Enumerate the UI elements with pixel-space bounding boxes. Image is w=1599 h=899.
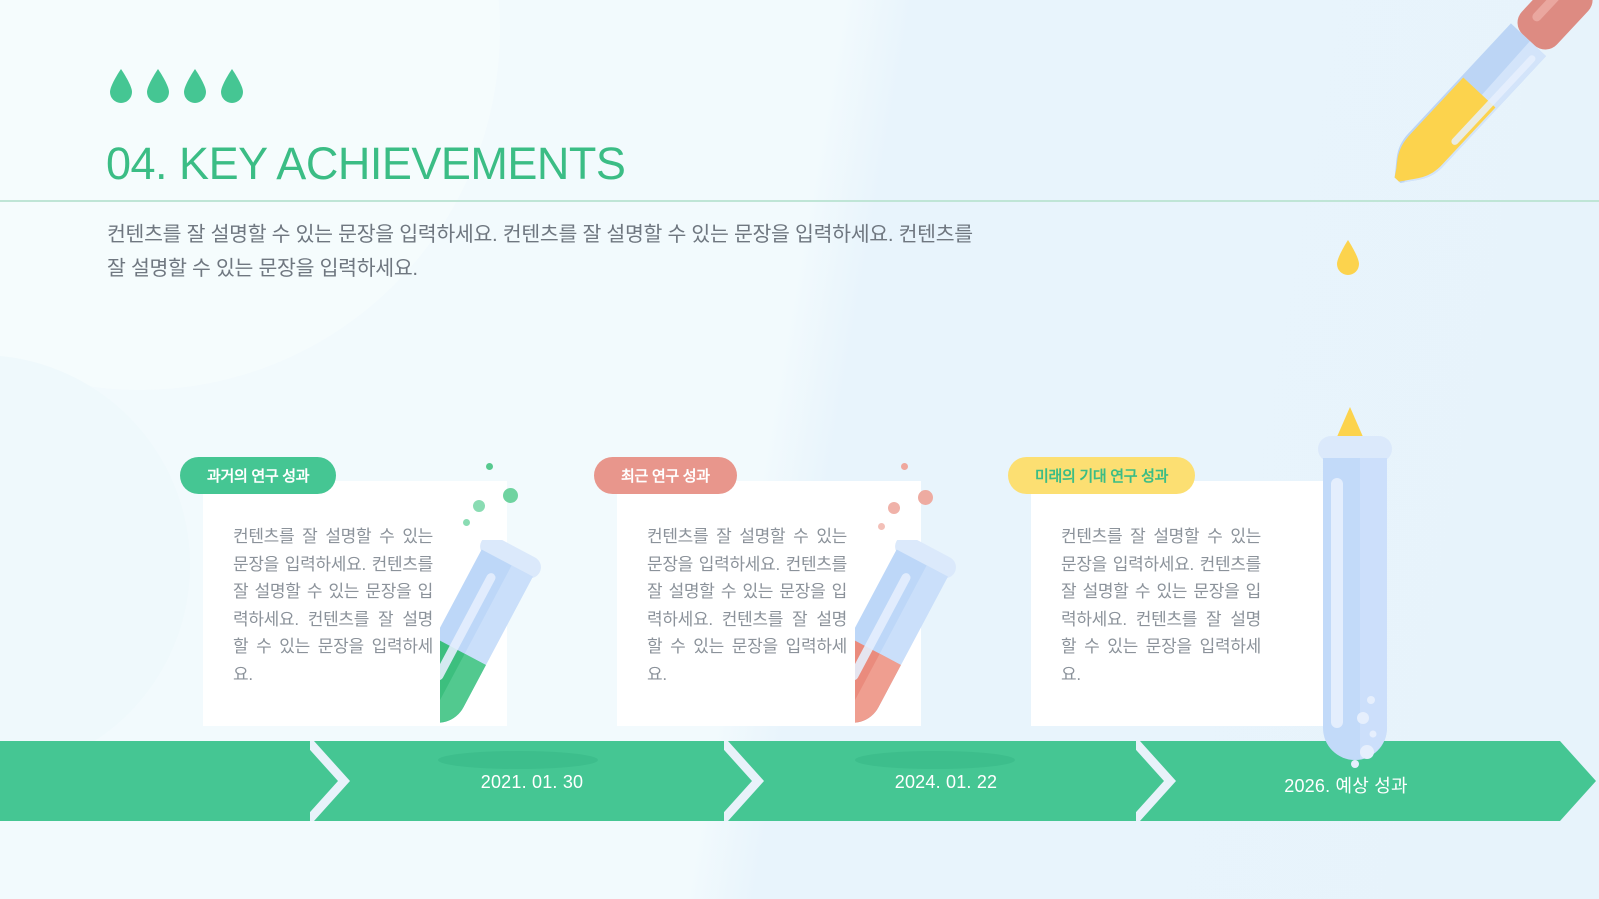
pipette-icon [1327,0,1599,285]
intro-paragraph: 컨텐츠를 잘 설명할 수 있는 문장을 입력하세요. 컨텐츠를 잘 설명할 수 … [107,223,973,281]
bubble-icon [918,490,933,505]
timeline-date-label: 2021. 01. 30 [480,772,584,792]
card-label-pill[interactable]: 미래의 기대 연구 성과 [1008,457,1196,494]
test-tube-icon [408,535,630,775]
background-circle-top [0,0,500,390]
timeline-chevron-icon [310,741,354,821]
bubble-icon [888,502,900,514]
timeline-card[interactable]: 컨텐츠를 잘 설명할 수 있는 문장을 입력하세요. 컨텐츠를 잘 설명할 수 … [1031,481,1335,726]
tube-shadow [438,751,598,769]
water-drop-icon [218,68,246,104]
water-drop-icon [181,68,209,104]
bubble-icon [503,488,518,503]
bubble-icon [473,500,485,512]
timeline-bar-body [0,741,1560,821]
card-body-text: 컨텐츠를 잘 설명할 수 있는 문장을 입력하세요. 컨텐츠를 잘 설명할 수 … [1061,527,1261,684]
header-divider [0,200,1599,202]
liquid-drop-icon [1334,238,1362,281]
card-body-text: 컨텐츠를 잘 설명할 수 있는 문장을 입력하세요. 컨텐츠를 잘 설명할 수 … [647,527,847,684]
water-drop-icon [144,68,172,104]
page-title: 04. KEY ACHIEVEMENTS [106,138,626,189]
timeline-chevron-icon [1136,741,1180,821]
bubble-icon [463,519,470,526]
timeline-arrow-tip [1560,741,1596,821]
timeline-chevron-icon [724,741,768,821]
water-drop-icon [107,68,135,104]
timeline-date-label: 2026. 예상 성과 [1284,776,1408,796]
water-drops-group [107,68,246,104]
bubble-icon [878,523,885,530]
bubble-icon [901,463,908,470]
card-label-text: 과거의 연구 성과 [207,468,310,485]
tube-shadow [855,751,1015,769]
card-label-pill[interactable]: 최근 연구 성과 [594,457,737,494]
timeline-date-label: 2024. 01. 22 [894,772,998,792]
bubble-icon [486,463,493,470]
test-tube-icon [823,535,1045,775]
test-tube-icon [1305,400,1415,795]
background-circle-bottom [0,355,190,775]
card-label-text: 미래의 기대 연구 성과 [1035,468,1169,485]
card-label-pill[interactable]: 과거의 연구 성과 [180,457,337,494]
card-body-text: 컨텐츠를 잘 설명할 수 있는 문장을 입력하세요. 컨텐츠를 잘 설명할 수 … [233,527,433,684]
timeline-bar [0,741,1599,821]
card-label-text: 최근 연구 성과 [621,468,710,485]
